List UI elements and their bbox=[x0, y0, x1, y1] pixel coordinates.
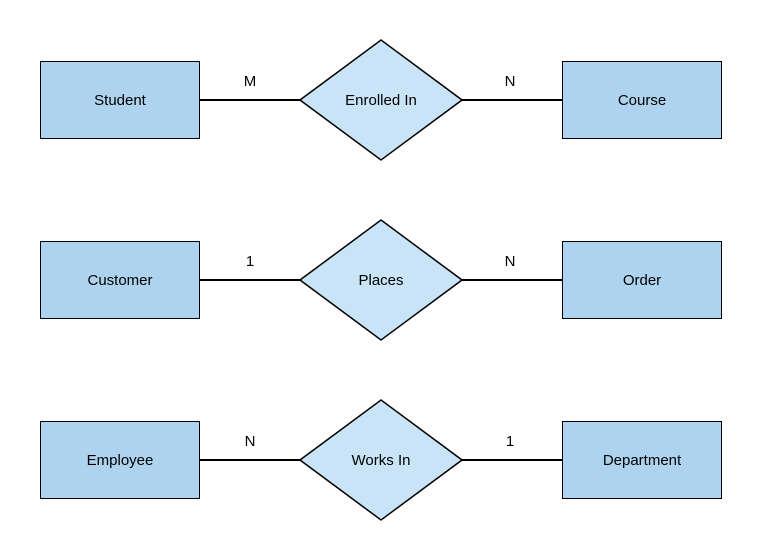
connector-customer-places bbox=[200, 279, 301, 281]
diamond-shape-icon bbox=[299, 219, 463, 341]
entity-course-label: Course bbox=[617, 91, 667, 109]
relationship-enrolled-in-label: Enrolled In bbox=[345, 91, 417, 109]
connector-places-order bbox=[461, 279, 562, 281]
entity-customer-label: Customer bbox=[87, 271, 153, 289]
entity-student-label: Student bbox=[94, 91, 146, 109]
entity-employee: Employee bbox=[40, 421, 200, 499]
cardinality-department-side: 1 bbox=[505, 433, 515, 450]
entity-department-label: Department bbox=[602, 451, 682, 469]
entity-order-label: Order bbox=[622, 271, 662, 289]
cardinality-course-side: N bbox=[504, 73, 516, 90]
cardinality-order-side: N bbox=[504, 253, 516, 270]
relationship-works-in-label: Works In bbox=[351, 451, 411, 469]
entity-department: Department bbox=[562, 421, 722, 499]
diamond-shape-icon bbox=[299, 39, 463, 161]
entity-course: Course bbox=[562, 61, 722, 139]
relationship-places-label: Places bbox=[358, 271, 404, 289]
connector-student-enrolledin bbox=[200, 99, 301, 101]
connector-employee-worksin bbox=[200, 459, 301, 461]
relationship-works-in: Works In bbox=[299, 399, 463, 521]
entity-order: Order bbox=[562, 241, 722, 319]
cardinality-student-side: M bbox=[243, 73, 257, 90]
entity-employee-label: Employee bbox=[86, 451, 154, 469]
diamond-shape-icon bbox=[299, 399, 463, 521]
cardinality-customer-side: 1 bbox=[245, 253, 255, 270]
entity-customer: Customer bbox=[40, 241, 200, 319]
entity-student: Student bbox=[40, 61, 200, 139]
relationship-enrolled-in: Enrolled In bbox=[299, 39, 463, 161]
cardinality-employee-side: N bbox=[244, 433, 256, 450]
connector-worksin-department bbox=[461, 459, 562, 461]
connector-enrolledin-course bbox=[461, 99, 562, 101]
relationship-places: Places bbox=[299, 219, 463, 341]
